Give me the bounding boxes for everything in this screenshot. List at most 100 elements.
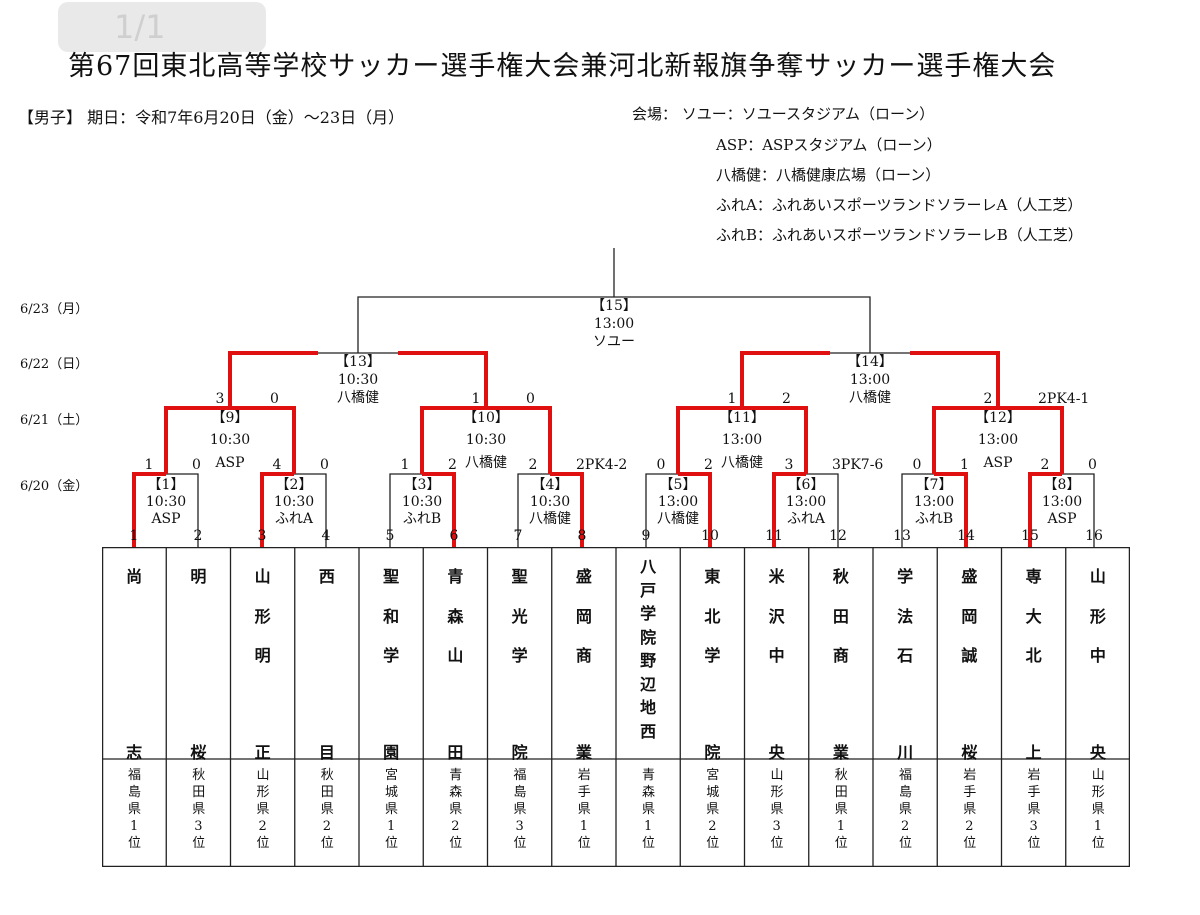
team-column: 東北学 院宮城県2位 (680, 547, 744, 867)
seed-number: 3 (257, 528, 267, 544)
team-column: 西 目秋田県2位 (295, 547, 359, 867)
match-venue: ふれA (786, 511, 826, 527)
match-number: 【7】 (915, 477, 953, 493)
score-left: 4 (272, 457, 282, 473)
match-number: 【13】 (335, 354, 381, 370)
score-right: 2PK4-2 (576, 457, 628, 473)
team-prefecture: 宮城県1位 (385, 768, 399, 851)
bracket-r1-win-5 (678, 472, 712, 547)
page-title: 第67回東北高等学校サッカー選手権大会兼河北新報旗争奪サッカー選手権大会 (68, 51, 1057, 82)
seed-number: 15 (1021, 528, 1039, 544)
team-column: 米沢中 央山形県3位 (745, 547, 809, 867)
team-name: 東北学 院 (704, 567, 721, 762)
match-time: 13:00 (593, 316, 635, 332)
bracket-r2-r-3 (742, 406, 808, 474)
seed-number: 16 (1085, 528, 1103, 544)
score-left: 0 (912, 457, 922, 473)
bracket-r1-win-8 (1028, 472, 1062, 547)
match-number: 【6】 (787, 477, 825, 493)
match-venue: ソユー (593, 334, 635, 350)
team-name: 専大北 上 (1025, 567, 1042, 762)
match-time: 10:30 (273, 494, 315, 510)
team-name: 秋田商 業 (832, 567, 849, 762)
bracket-r1-win-3 (422, 472, 456, 547)
bracket-r2-r-1 (230, 406, 296, 474)
score-left: 1 (144, 457, 154, 473)
match-number: 【12】 (975, 410, 1021, 426)
team-prefecture: 岩手県2位 (963, 768, 977, 851)
seed-number: 11 (765, 528, 783, 544)
score-right: 3PK7-6 (832, 457, 884, 473)
team-name: 聖光学 院 (511, 567, 528, 762)
match-time: 13:00 (849, 372, 891, 388)
bracket-r1-win-4 (550, 472, 584, 547)
score-left: 2 (983, 391, 993, 407)
venue-line: ASP：ASPスタジアム（ローン） (716, 136, 942, 154)
match-venue: ふれB (402, 511, 442, 527)
team-prefecture: 青森県2位 (449, 768, 463, 851)
match-venue: ASP (1047, 511, 1077, 527)
venue-line: ふれB：ふれあいスポーツランドソラーレB（人工芝） (716, 226, 1083, 244)
match-venue: ASP (151, 511, 181, 527)
date-label: 6/20（金） (20, 479, 89, 494)
team-column: 青森山 田青森県2位 (423, 547, 487, 867)
team-name: 学法石 川 (897, 567, 914, 762)
team-column: 秋田商 業秋田県1位 (809, 547, 873, 867)
team-column: 聖和学 園宮城県1位 (359, 547, 423, 867)
score-right: 2 (782, 391, 791, 407)
score-left: 2 (1040, 457, 1050, 473)
score-right: 1 (960, 457, 969, 473)
match-venue: ふれB (914, 511, 954, 527)
match-time: 10:30 (465, 432, 507, 448)
venue-line: 会場： ソユー：ソユースタジアム（ローン） (632, 105, 935, 123)
team-column: 学法石 川福島県2位 (873, 547, 937, 867)
team-column: 明 桜秋田県3位 (166, 547, 230, 867)
team-name: 八戸学院野辺地西 (640, 557, 657, 741)
score-left: 2 (528, 457, 538, 473)
match-venue: ASP (215, 455, 245, 471)
bracket-r2-l-2 (420, 406, 486, 474)
match-number: 【4】 (531, 477, 569, 493)
team-column: 専大北 上岩手県3位 (1002, 547, 1066, 867)
page-indicator: 1/1 (58, 2, 266, 52)
bracket-r1-win-6 (772, 472, 806, 547)
team-column: 聖光学 院福島県3位 (488, 547, 552, 867)
match-number: 【10】 (463, 410, 509, 426)
date-label: 6/22（日） (20, 357, 89, 372)
match-time: 13:00 (977, 432, 1019, 448)
seed-number: 2 (193, 528, 203, 544)
team-name: 青森山 田 (447, 567, 464, 762)
match-number: 【1】 (147, 477, 185, 493)
score-right: 0 (1088, 457, 1097, 473)
team-name: 米沢中 央 (768, 567, 785, 762)
score-left: 1 (471, 391, 481, 407)
team-name: 盛岡商 業 (575, 567, 592, 762)
team-column: 盛岡誠 桜岩手県2位 (937, 547, 1001, 867)
seed-number: 9 (641, 528, 651, 544)
score-left: 3 (215, 391, 225, 407)
team-column: 山形中 央山形県1位 (1066, 547, 1130, 867)
bracket-r1-win-2 (260, 472, 294, 547)
team-prefecture: 秋田県2位 (320, 768, 334, 851)
seed-number: 14 (957, 528, 975, 544)
bracket-sf-l-1 (228, 351, 318, 408)
team-name: 西 目 (318, 567, 335, 762)
team-prefecture: 福島県1位 (128, 768, 142, 851)
team-name: 明 桜 (190, 567, 207, 762)
match-time: 10:30 (401, 494, 443, 510)
team-prefecture: 山形県1位 (1091, 768, 1105, 851)
team-name: 尚 志 (126, 567, 143, 762)
match-venue: 八橋健 (529, 511, 571, 527)
match-time: 13:00 (1041, 494, 1083, 510)
venue-line: ふれA：ふれあいスポーツランドソラーレA（人工芝） (716, 196, 1083, 214)
seed-number: 7 (513, 528, 523, 544)
bracket-r2-r-4 (998, 406, 1064, 474)
match-number: 【15】 (591, 298, 637, 314)
match-number: 【11】 (719, 410, 765, 426)
team-prefecture: 岩手県1位 (577, 768, 591, 851)
team-prefecture: 福島県3位 (513, 768, 527, 851)
match-venue: 八橋健 (849, 390, 891, 406)
match-venue: 八橋健 (465, 455, 507, 471)
match-venue: 八橋健 (721, 455, 763, 471)
seed-number: 6 (449, 528, 459, 544)
